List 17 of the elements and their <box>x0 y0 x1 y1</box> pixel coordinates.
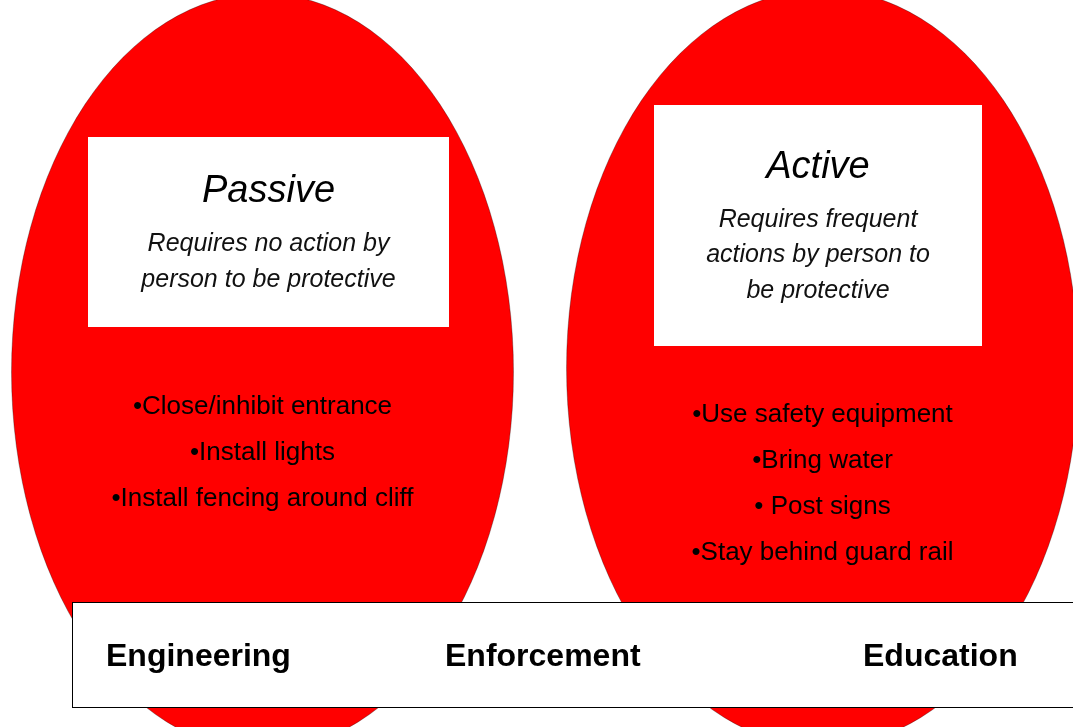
card-description: Requires frequent actions by person to be protective <box>705 202 931 305</box>
card-description: Requires no action by person to be protective <box>139 227 397 294</box>
label-card <box>88 137 449 327</box>
bullet-item: •Use safety equipment <box>692 397 953 430</box>
bullet-item: •Install lights <box>190 435 335 468</box>
bullet-item: •Bring water <box>752 443 893 476</box>
bullet-item: •Install fencing around cliff <box>111 481 414 514</box>
category-label: Education <box>863 636 1018 674</box>
card-title: Active <box>766 143 870 187</box>
bullet-item: • Post signs <box>754 489 891 522</box>
label-card <box>654 105 982 346</box>
category-bar <box>72 602 1073 708</box>
card-title: Passive <box>201 168 336 211</box>
category-label: Enforcement <box>445 636 641 674</box>
bullet-item: •Close/inhibit entrance <box>132 389 393 422</box>
category-label: Engineering <box>106 636 291 674</box>
bullet-item: •Stay behind guard rail <box>691 535 954 568</box>
